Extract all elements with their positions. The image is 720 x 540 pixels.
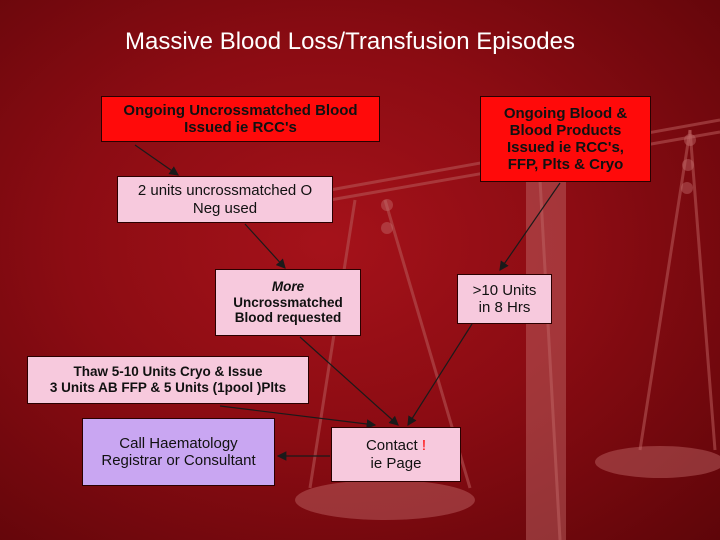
box-line: Registrar or Consultant bbox=[101, 452, 256, 469]
box-line: Ongoing Uncrossmatched Blood bbox=[123, 101, 358, 119]
box-line: Blood Products bbox=[509, 121, 622, 139]
box-contact-page: Contact ! ie Page bbox=[331, 427, 461, 482]
box-line: More bbox=[271, 279, 305, 295]
box-more-uncrossmatched: More Uncrossmatched Blood requested bbox=[215, 269, 361, 336]
box-line: FFP, Plts & Cryo bbox=[507, 156, 624, 174]
box-line: 2 units uncrossmatched O bbox=[137, 182, 313, 200]
box-line: >10 Units bbox=[472, 281, 537, 299]
box-line: Ongoing Blood & bbox=[503, 104, 628, 122]
box-line: Neg used bbox=[192, 199, 258, 217]
box-line: 3 Units AB FFP & 5 Units (1pool )Plts bbox=[49, 380, 287, 395]
box-line: Uncrossmatched bbox=[233, 294, 343, 310]
contact-text: Contact bbox=[365, 437, 418, 455]
box-call-haematology: Call Haematology Registrar or Consultant bbox=[82, 418, 275, 486]
box-line: Blood requested bbox=[234, 310, 342, 326]
box-ongoing-uncrossmatched: Ongoing Uncrossmatched Blood Issued ie R… bbox=[101, 96, 380, 142]
box-thaw-cryo: Thaw 5-10 Units Cryo & Issue 3 Units AB … bbox=[27, 356, 309, 404]
box-line: Call Haematology bbox=[119, 434, 238, 452]
box-line: Issued ie RCC's bbox=[184, 119, 297, 136]
exclamation-mark: ! bbox=[421, 437, 427, 455]
box-line: Contact ! bbox=[366, 437, 426, 454]
box-ten-units: >10 Units in 8 Hrs bbox=[457, 274, 552, 324]
box-ongoing-products: Ongoing Blood & Blood Products Issued ie… bbox=[480, 96, 651, 182]
box-two-units-used: 2 units uncrossmatched O Neg used bbox=[117, 176, 333, 223]
box-line: ie Page bbox=[370, 454, 422, 472]
box-line: Thaw 5-10 Units Cryo & Issue bbox=[73, 364, 263, 380]
page-title: Massive Blood Loss/Transfusion Episodes bbox=[125, 28, 575, 55]
box-line: Issued ie RCC's, bbox=[507, 139, 624, 156]
box-line: in 8 Hrs bbox=[478, 299, 531, 316]
